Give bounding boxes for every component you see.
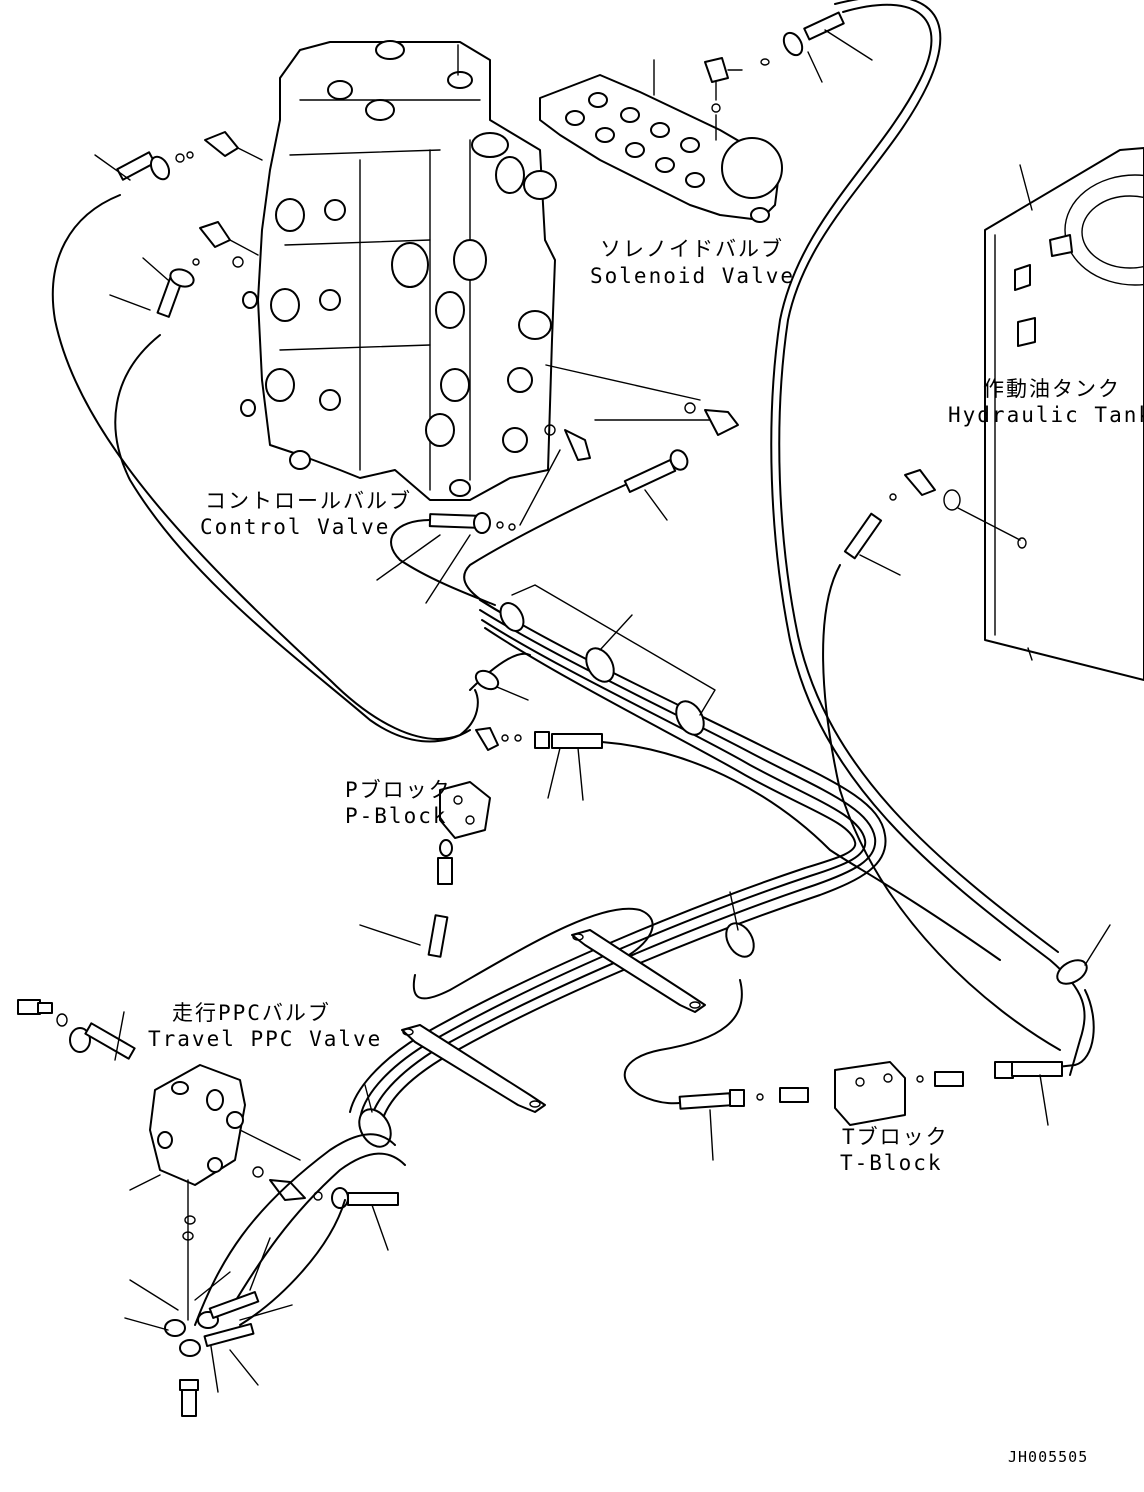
solenoid-valve-jp-label: ソレノイドバルブ — [600, 237, 784, 261]
leader-lines-upper-left — [94, 44, 459, 311]
control-valve-en-label: Control Valve — [200, 515, 390, 539]
control-valve-left-hose-fittings — [116, 131, 263, 318]
t-block-jp-label: Tブロック — [842, 1125, 949, 1149]
travel-ppc-valve — [17, 999, 406, 1417]
p-block — [359, 727, 1001, 961]
travel-ppc-valve-en-label: Travel PPC Valve — [148, 1027, 382, 1051]
p-block-en-label: P-Block — [345, 804, 448, 828]
hose-p-block-loop — [412, 907, 654, 1000]
t-block — [678, 1061, 1063, 1161]
solenoid-valve-en-label: Solenoid Valve — [590, 264, 795, 288]
hose-solenoid-return — [770, 3, 1086, 1076]
travel-ppc-valve-jp-label: 走行PPCバルブ — [172, 1001, 331, 1025]
t-block-en-label: T-Block — [840, 1151, 943, 1175]
hydraulic-tank-jp-label: 作動油タンク — [983, 377, 1121, 401]
control-valve-lower-fittings — [376, 364, 739, 613]
control-valve-jp-label: コントロールバルブ — [205, 489, 412, 513]
mounting-brackets — [401, 929, 706, 1113]
drawing-code: JH005505 — [1008, 1448, 1088, 1466]
hydraulic-tank-en-label: Hydraulic Tank — [948, 403, 1144, 427]
control-valve — [240, 40, 557, 501]
p-block-jp-label: Pブロック — [345, 778, 452, 802]
solenoid-valve — [539, 57, 783, 223]
labels: ソレノイドバルブ Solenoid Valve コントロールバルブ Contro… — [148, 237, 1144, 1466]
tank-return-fitting — [822, 469, 1061, 1051]
solenoid-hose-fitting — [782, 11, 873, 83]
